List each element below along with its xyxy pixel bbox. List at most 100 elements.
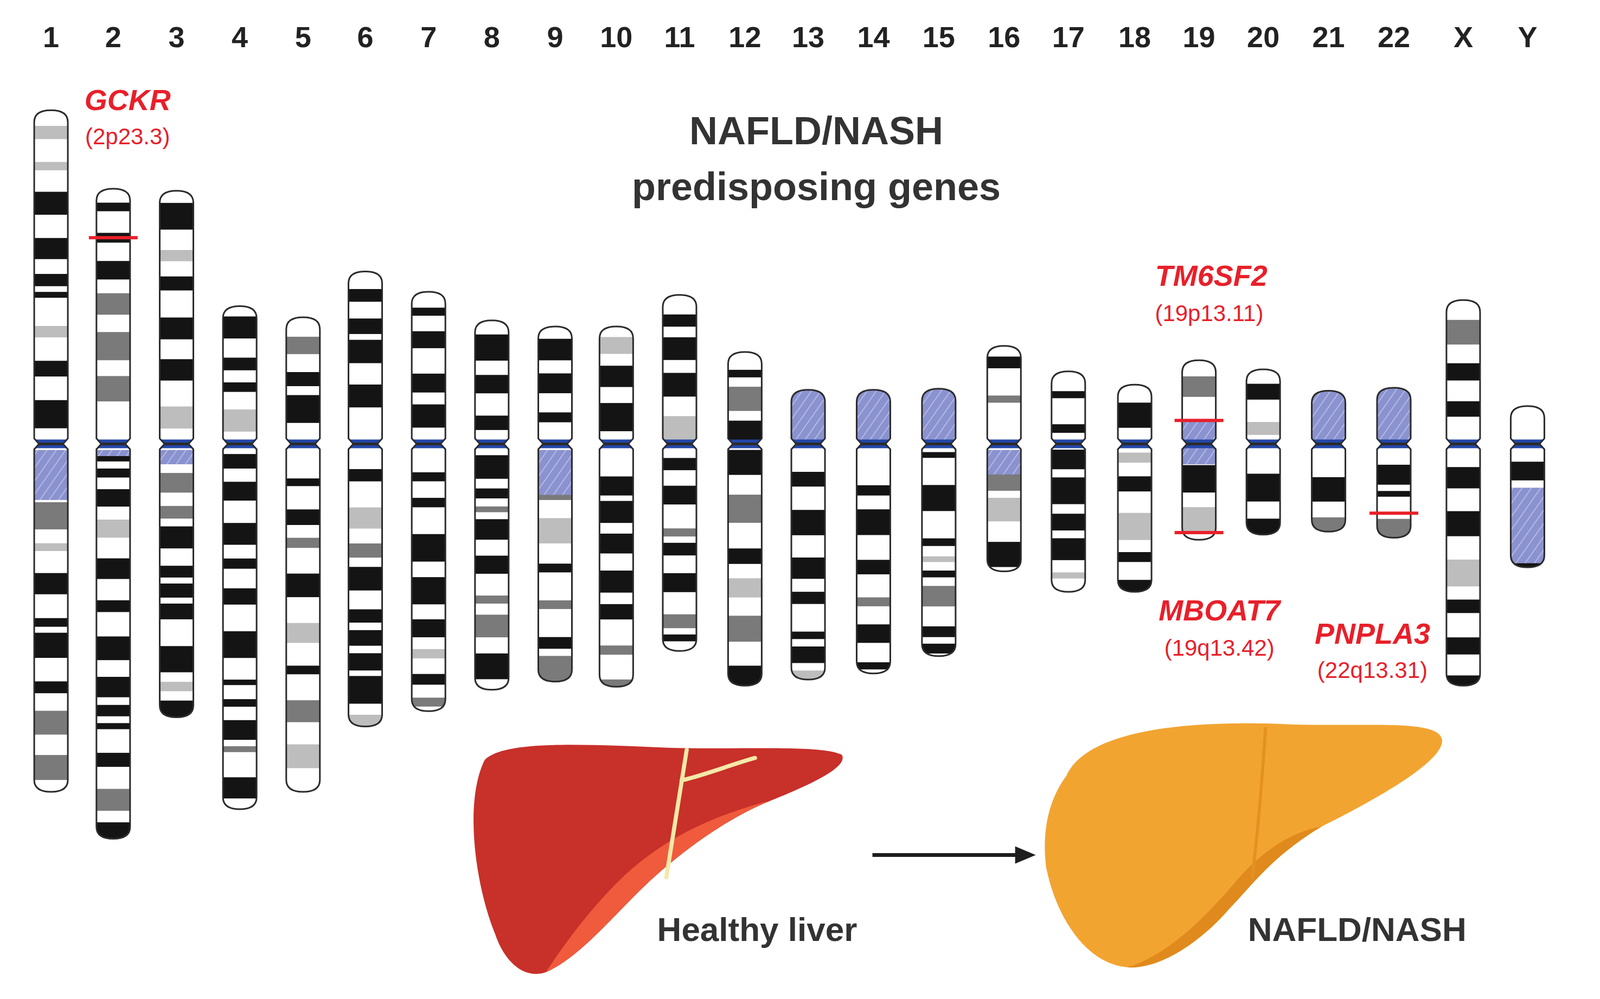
chromosome-band — [1181, 507, 1218, 534]
chromosome-band — [1445, 559, 1482, 587]
chromosome-band — [347, 630, 384, 646]
chromosome-band — [661, 416, 698, 441]
chromosome-bands — [33, 125, 69, 780]
chromosome-band — [1050, 477, 1087, 504]
chromosome-band — [33, 400, 69, 429]
chromosome-band — [1050, 513, 1087, 531]
chromosome-outline — [922, 388, 956, 657]
chromosome-band — [661, 373, 698, 398]
chromosome — [347, 271, 384, 727]
chromosome-band — [726, 420, 763, 440]
chromosome-band — [855, 509, 892, 535]
chromosome-band — [347, 469, 384, 482]
chromosome-bands — [986, 356, 1022, 567]
chromosome — [1509, 406, 1546, 568]
chromosome-band — [95, 202, 132, 212]
satellite-region — [855, 388, 892, 445]
process-arrow — [872, 846, 1036, 864]
chromosome-band — [410, 472, 447, 482]
chromosome-band — [347, 507, 384, 529]
chromosome-band — [158, 681, 195, 691]
chromosome-band — [158, 506, 195, 519]
chromosome-band — [1376, 464, 1412, 485]
chromosome-band — [285, 509, 322, 526]
chromosome-band — [410, 307, 447, 316]
chromosome-number: 11 — [663, 20, 695, 54]
chromosome-band — [986, 541, 1022, 567]
chromosome-band — [33, 502, 69, 530]
chromosome-band — [474, 374, 510, 394]
chromosome-outline — [856, 389, 891, 674]
chromosome-outline — [34, 110, 68, 792]
chromosome-band — [1509, 461, 1546, 480]
chromosome-band — [598, 501, 635, 524]
chromosome-number: 8 — [483, 20, 501, 54]
chromosome-band — [285, 744, 322, 768]
chromosome-band — [33, 754, 69, 780]
gene-locus-marker — [1174, 530, 1224, 535]
chromosome-band — [285, 573, 322, 598]
chromosome-band — [410, 674, 447, 686]
chromosome-band — [1116, 402, 1153, 428]
chromosome-bands — [1181, 376, 1218, 534]
chromosome-band — [221, 631, 258, 658]
chromosome-band — [661, 485, 698, 505]
chromosome-number: 17 — [1052, 20, 1085, 54]
chromosome-band — [33, 618, 69, 627]
chromosome-outline — [791, 389, 825, 680]
chromosome-band — [790, 631, 827, 640]
chromosome — [661, 295, 698, 652]
liver-node: Healthy liver — [464, 719, 873, 978]
satellite-region — [1310, 389, 1347, 445]
chromosome-bands — [1310, 389, 1347, 533]
chromosome-band — [33, 681, 69, 694]
chromosome-band — [285, 478, 322, 486]
chromosome-outline — [599, 326, 633, 687]
chromosome-band — [1050, 449, 1087, 470]
chromosome-bands — [474, 334, 510, 680]
falciform-ligament — [681, 758, 755, 781]
chromosome-outline — [1182, 360, 1216, 540]
gene-name: GCKR — [84, 82, 171, 117]
chromosome-band — [1310, 477, 1347, 502]
chromosome-outline — [1246, 369, 1280, 535]
chromosome-number: 9 — [546, 20, 563, 54]
chromosome-band — [33, 238, 69, 260]
arrowhead — [1015, 846, 1036, 864]
chromosome-band — [33, 632, 69, 658]
chromosome-bands — [1376, 386, 1412, 539]
chromosome-number: 5 — [295, 20, 312, 54]
chromosome-band — [410, 404, 447, 428]
chromosome — [598, 326, 635, 687]
chromosome — [410, 291, 447, 712]
chromosome-body — [96, 188, 131, 839]
chromosome-number: 1 — [42, 20, 60, 54]
chromosome-band — [410, 619, 447, 638]
chromosome-outline — [1051, 371, 1086, 592]
chromosome-band — [1245, 421, 1282, 435]
chromosome-band — [661, 634, 698, 642]
chromosome-band — [285, 665, 322, 675]
chromosome-bands — [95, 202, 132, 840]
chromosome-band — [221, 558, 258, 569]
chromosome-band — [474, 488, 510, 499]
chromosome-band — [33, 273, 69, 287]
chromosome-band — [1445, 320, 1482, 345]
chromosome-band — [474, 595, 510, 604]
chromosome-band — [158, 565, 195, 578]
chromosome-band — [285, 623, 322, 644]
chromosome — [1116, 384, 1153, 592]
chromosome-band — [790, 591, 827, 604]
chromosome-band — [1116, 513, 1153, 541]
chromosome-outline — [222, 305, 257, 810]
chromosome-band — [410, 649, 447, 659]
chromosome-bands — [347, 289, 384, 726]
chromosome-band — [95, 468, 132, 478]
gene-locus: (19q13.42) — [1164, 635, 1275, 662]
chromosome-outline — [1377, 387, 1411, 539]
heterochromatin-region — [33, 450, 69, 501]
chromosome-band — [347, 318, 384, 335]
chromosome — [1050, 371, 1087, 592]
chromosome-bands — [158, 202, 195, 718]
chromosome-number: 6 — [357, 20, 374, 54]
